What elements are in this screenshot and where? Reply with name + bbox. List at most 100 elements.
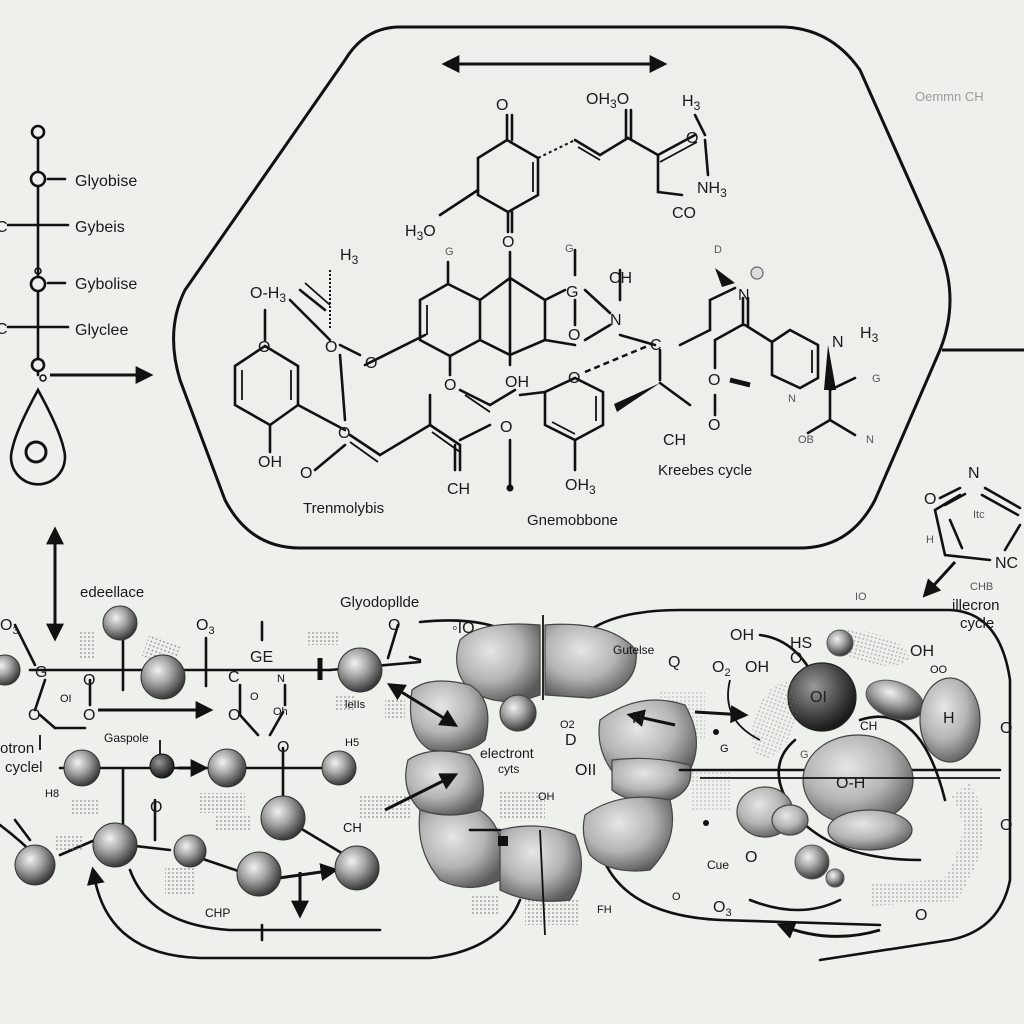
bottom-left-spheres: [0, 605, 383, 897]
enzyme-atom-h2: H: [632, 710, 644, 727]
atom-ch-right: CH: [663, 432, 686, 449]
cluster-label-oh: O-H: [836, 775, 865, 792]
top-molecule: [438, 108, 710, 234]
cluster-atom-o4: O: [745, 849, 757, 866]
label-gnemobbone: Gnemobbone: [527, 512, 618, 529]
ring-label-line1: illecron: [952, 597, 1000, 614]
sphere: [140, 654, 186, 700]
atom-ch-top: CH: [609, 270, 632, 287]
atom-o3: O: [365, 355, 377, 372]
atom-o-ring2: O: [568, 370, 580, 387]
ring-arrow: [922, 560, 957, 598]
atom-o4: O: [338, 425, 350, 442]
bl-atom-o6: O: [250, 691, 259, 703]
cluster-atom-g2: G: [800, 749, 809, 761]
atom-o2: O: [325, 339, 337, 356]
cluster-label-ch: CH: [860, 719, 877, 733]
chain-label-glyobise: Glyobise: [75, 173, 137, 190]
cluster-atom-o7: O: [915, 907, 927, 924]
cluster-atom-oh3: OH: [910, 643, 934, 660]
ring-atom-nc: NC: [995, 555, 1018, 572]
bottom-right-cluster: [700, 629, 1000, 912]
enzyme-atom-oh: OH: [538, 791, 555, 803]
atom-o6: O: [568, 327, 580, 344]
atom-n-right: N: [866, 434, 874, 446]
droplet-atom: [24, 440, 48, 464]
atom-o: [29, 170, 47, 188]
enzyme-atom-o2: O2: [560, 719, 575, 731]
top-frame: [172, 25, 952, 550]
bl-atom-o2: O: [28, 707, 40, 724]
enzyme-label-line2: cyts: [498, 762, 519, 776]
label-electron-cycle-2: cyclel: [5, 759, 43, 776]
label-gutelse: Gutelse: [613, 643, 655, 657]
cluster-atom-o9: O: [672, 891, 681, 903]
bl-atom-n: N: [277, 673, 285, 685]
atom-o-lower: O: [444, 377, 456, 394]
atom-oh-center: OH: [505, 374, 529, 391]
atom-dot: [750, 266, 764, 280]
atom-o-mid: O: [502, 234, 514, 251]
atom-c: C: [0, 321, 8, 338]
cluster-atom-hs: HS: [790, 635, 812, 652]
atom-o-ring: O: [500, 419, 512, 436]
bl-atom-c: C: [228, 669, 240, 686]
enzyme-ring: [384, 615, 1002, 936]
atom-h3o: H3O: [405, 223, 436, 243]
bl-atom-o4: O: [83, 707, 95, 724]
atom-oh3-bottom: OH3: [565, 477, 596, 497]
cluster-atom-oh2: OH: [745, 659, 769, 676]
bl-atom-ge: GE: [250, 649, 273, 666]
cluster-atom-oh: OH: [730, 627, 754, 644]
sphere: [14, 844, 56, 886]
atom-ch-bottom: CH: [447, 481, 470, 498]
atom-g-ring: G: [566, 284, 578, 301]
central-molecule: [233, 248, 857, 492]
enzyme-atom-d: D: [565, 732, 577, 749]
bl-atom-o10: O: [150, 799, 162, 816]
bl-atom-o3: O: [83, 672, 95, 689]
sphere: [0, 654, 21, 686]
cluster-label-h: H: [943, 710, 955, 727]
cluster-atom-io: IO: [855, 591, 867, 603]
atom-h3-top: H3: [682, 93, 701, 113]
chain-label-gybeis: Gybeis: [75, 219, 125, 236]
atom-g-small: G: [445, 246, 454, 258]
right-ring: [922, 486, 1022, 598]
atom-o5: O: [300, 465, 312, 482]
sphere: [236, 851, 282, 897]
enzyme-atom-q: Q: [668, 654, 680, 671]
sphere: [102, 605, 138, 641]
ring-atom-o: O: [924, 491, 936, 508]
atom-o-h3: O-H3: [250, 285, 286, 305]
cluster-label-cue: Cue: [707, 858, 729, 872]
atom-nh3: NH3: [697, 180, 727, 200]
label-trenmolysis: Trenmolybis: [303, 500, 384, 517]
cluster-atom-oo: OO: [930, 664, 948, 676]
bl-label-h5: H5: [345, 737, 359, 749]
atom-n4: N: [788, 393, 796, 405]
label-chp: CHP: [205, 906, 230, 920]
cluster-atom-o3: O: [790, 650, 802, 667]
sphere: [321, 750, 357, 786]
atom-n: N: [610, 312, 622, 329]
bl-atom-o7: O: [228, 707, 240, 724]
ring-atom-h: H: [926, 534, 934, 546]
bl-atom-o9: O: [277, 739, 289, 756]
bl-atom-o8: Oh: [273, 706, 288, 718]
atom-o-right1: O: [708, 372, 720, 389]
bl-atom-oi: OI: [60, 693, 72, 705]
atom-o: [30, 124, 46, 140]
bl-atom-o11: O: [388, 617, 400, 634]
atom-d: D: [714, 244, 722, 256]
label-glyodopllde: Glyodopllde: [340, 594, 419, 611]
label-edeellace: edeellace: [80, 584, 144, 601]
bl-label-lells: leIIs: [345, 699, 366, 711]
label-gaspole: Gaspole: [104, 731, 149, 745]
cluster-label-oi: OI: [810, 689, 827, 706]
sphere: [207, 748, 247, 788]
atom-o1: O: [258, 339, 270, 356]
atom-oh-left: OH: [258, 454, 282, 471]
sphere-dark: [149, 753, 175, 779]
cluster-atom-o6: O: [1000, 817, 1012, 834]
